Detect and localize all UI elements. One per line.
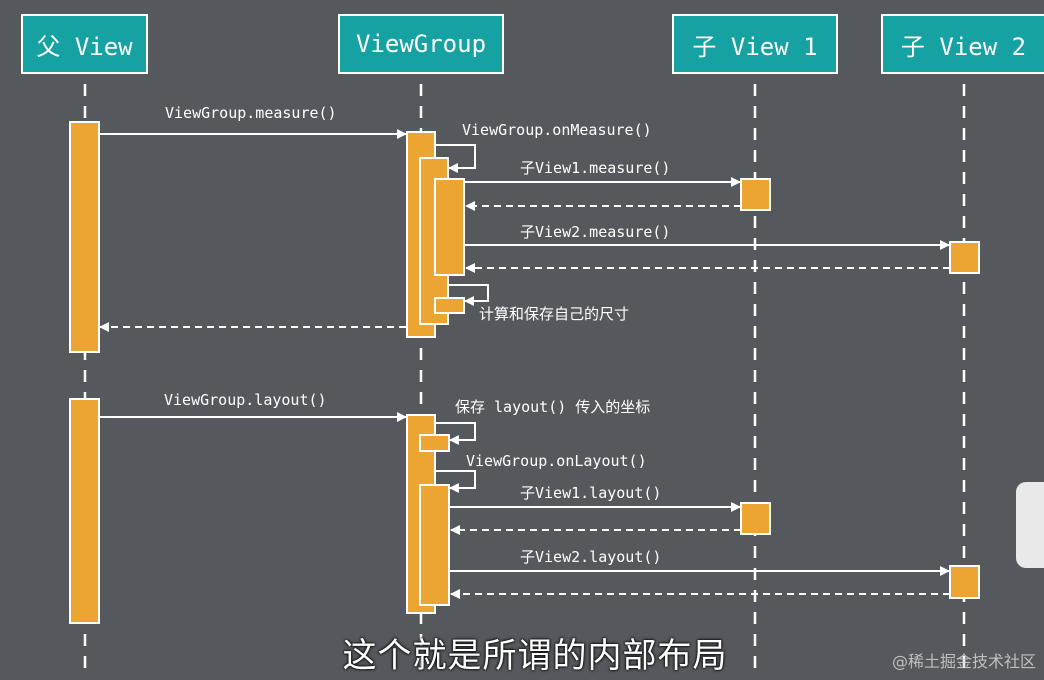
activation-child1-measure xyxy=(740,178,771,211)
activation-child2-layout xyxy=(949,565,980,599)
label-layout-call: ViewGroup.layout() xyxy=(164,391,327,409)
activation-viewgroup-onlayout xyxy=(419,484,450,606)
arrow-self-save xyxy=(435,422,476,445)
activation-viewgroup-save xyxy=(419,434,450,452)
video-subtitle: 这个就是所谓的内部布局 xyxy=(342,636,728,676)
side-handle[interactable] xyxy=(1016,482,1044,568)
watermark: @稀土掘金技术社区 xyxy=(891,652,1036,671)
label-self-compute: 计算和保存自己的尺寸 xyxy=(479,305,630,323)
activation-child1-layout xyxy=(740,502,771,535)
label-self-onlayout: ViewGroup.onLayout() xyxy=(466,452,647,470)
participant-parent-view: 父 View xyxy=(21,14,148,74)
participant-view-group: ViewGroup xyxy=(338,14,504,74)
activation-parent-measure xyxy=(69,121,100,353)
label-child2-measure: 子View2.measure() xyxy=(520,223,671,241)
activation-child2-measure xyxy=(949,241,980,274)
participant-child-view-1: 子 View 1 xyxy=(672,14,838,74)
activation-viewgroup-compute xyxy=(434,297,465,314)
label-self-save: 保存 layout() 传入的坐标 xyxy=(455,398,651,416)
label-child2-layout: 子View2.layout() xyxy=(520,548,662,566)
label-child1-measure: 子View1.measure() xyxy=(520,159,671,177)
activation-viewgroup-children xyxy=(434,178,465,276)
label-child1-layout: 子View1.layout() xyxy=(520,484,662,502)
label-self-onmeasure: ViewGroup.onMeasure() xyxy=(462,121,652,139)
activation-parent-layout xyxy=(69,398,100,624)
arrow-self-compute xyxy=(448,284,489,306)
arrow-self-onlayout xyxy=(435,470,476,493)
arrow-self-onmeasure xyxy=(435,144,476,173)
label-measure-call: ViewGroup.measure() xyxy=(165,104,337,122)
participant-child-view-2: 子 View 2 xyxy=(881,14,1044,74)
